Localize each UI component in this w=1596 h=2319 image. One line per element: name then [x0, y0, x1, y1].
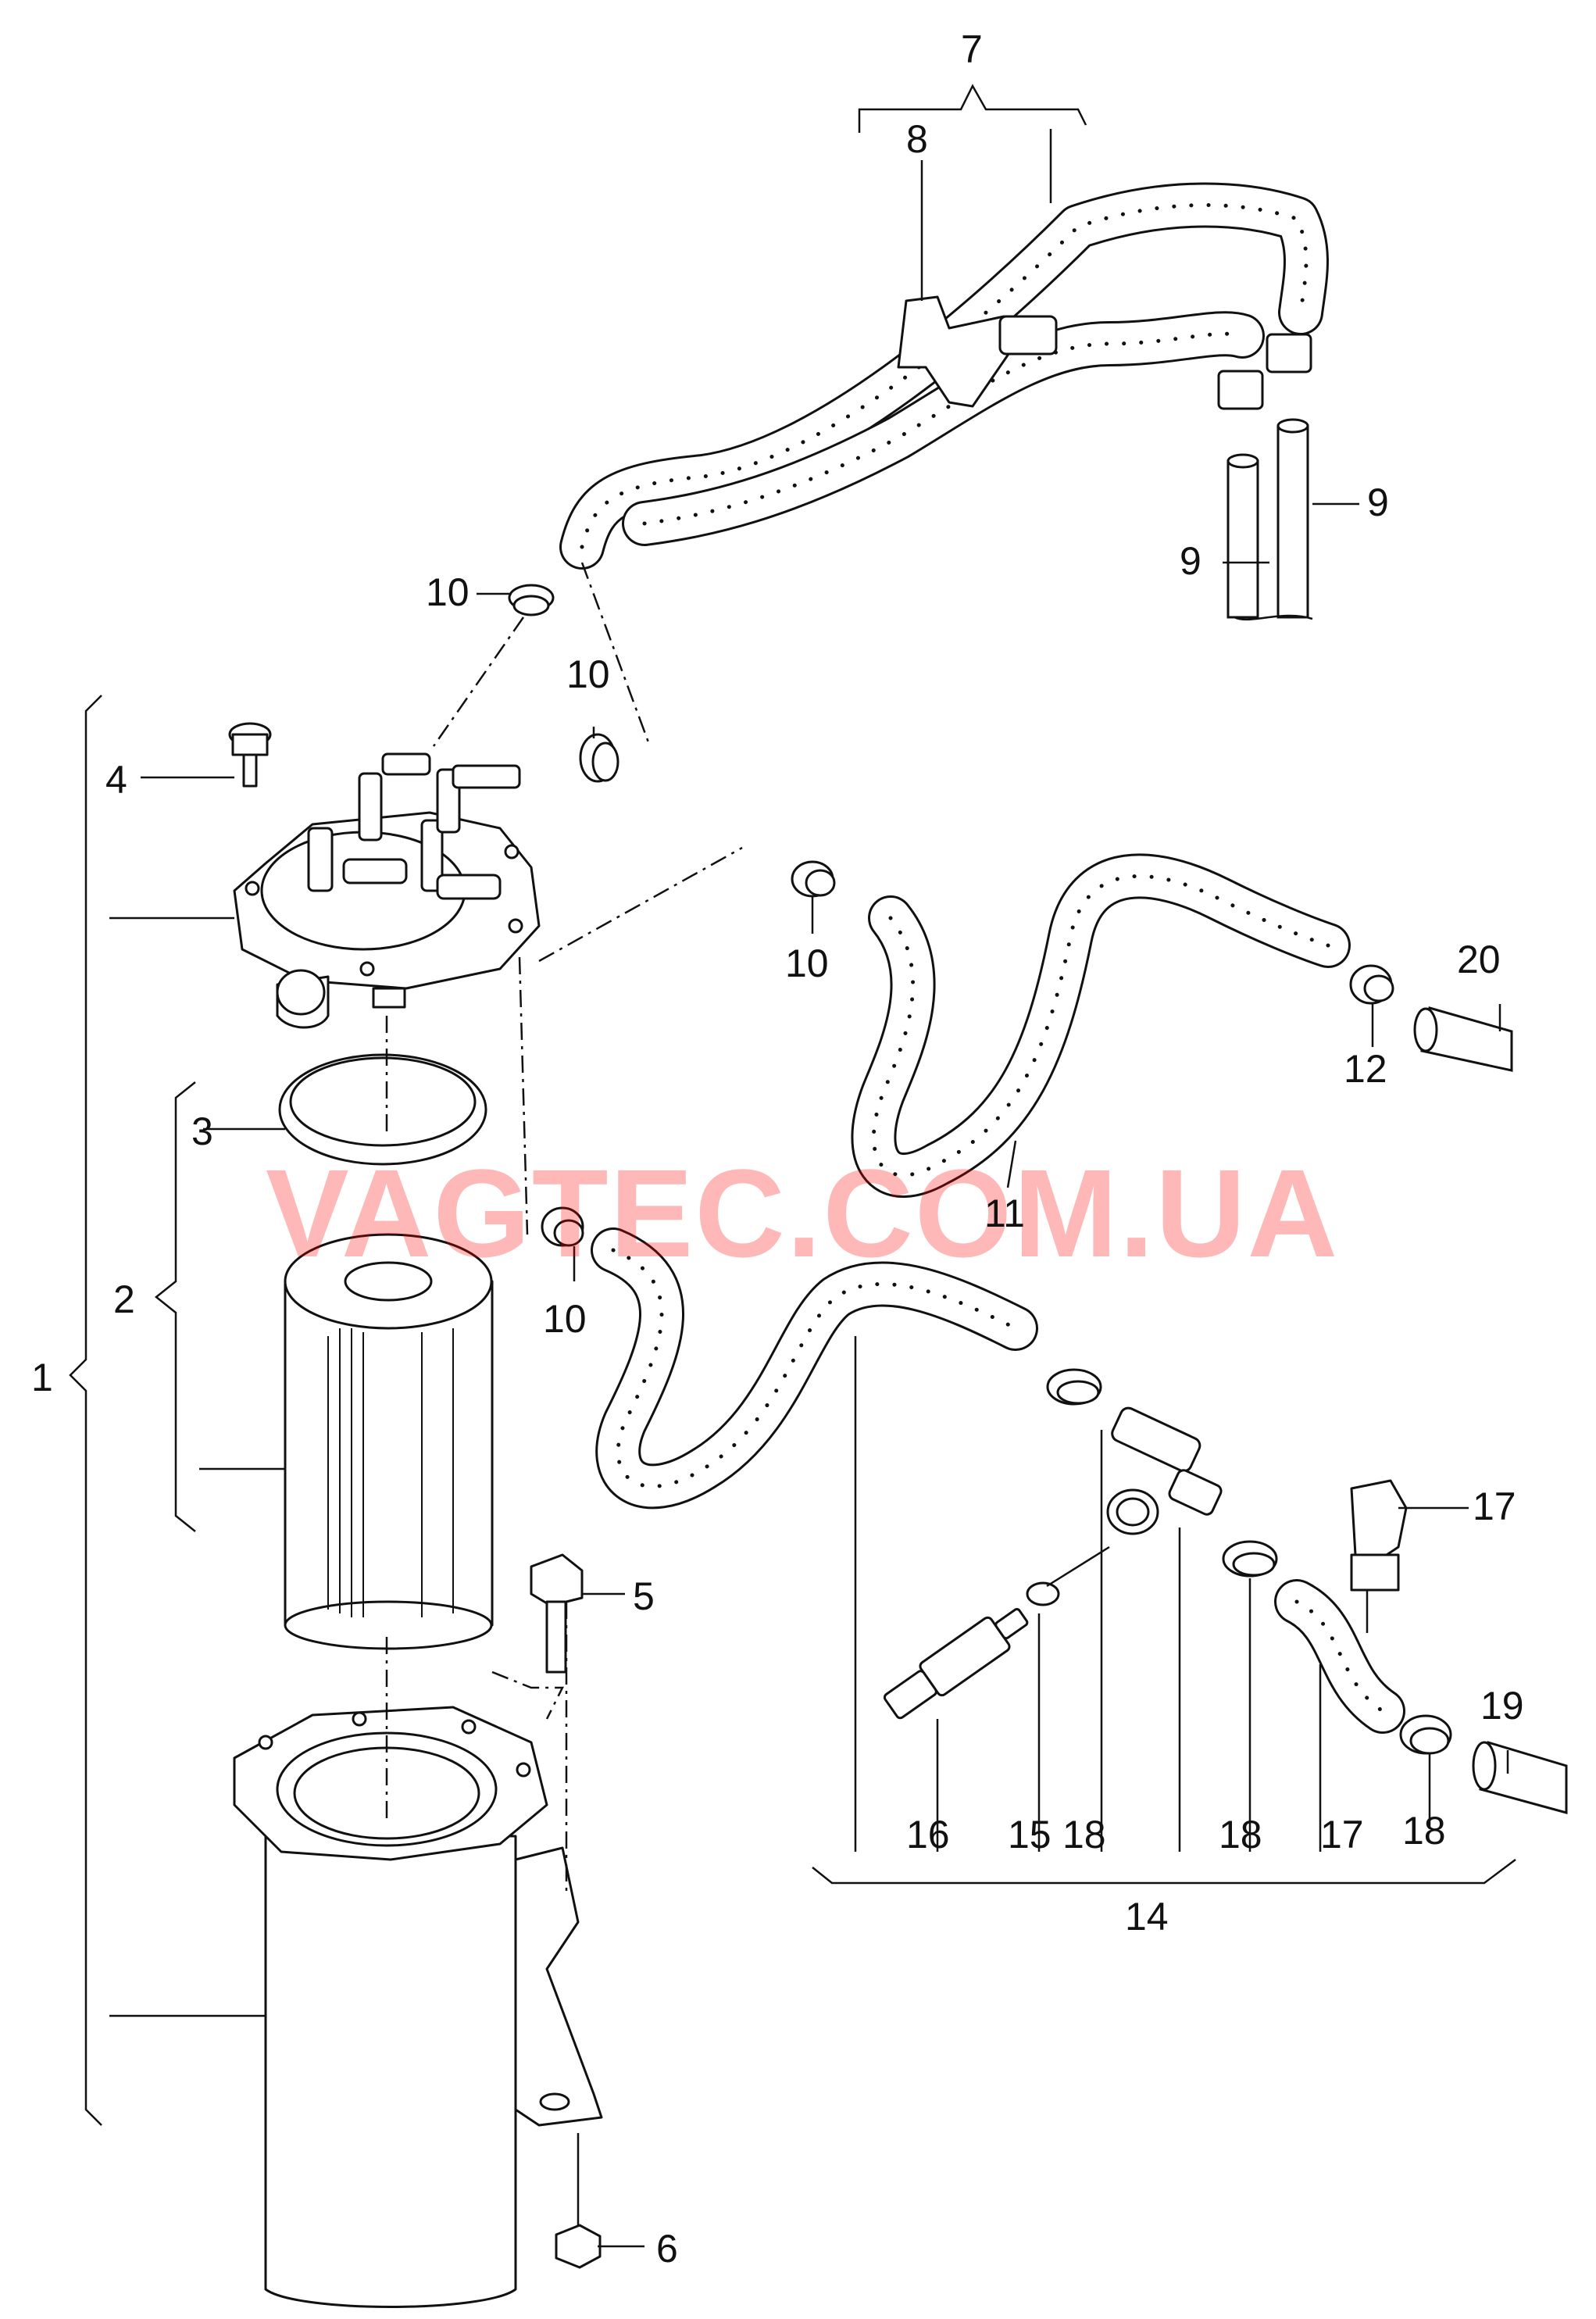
callout-18-b: 18: [1219, 1813, 1262, 1856]
screw-5: [530, 1553, 584, 1674]
o-ring-15: [1026, 1581, 1060, 1606]
filter-head: [233, 752, 541, 1029]
clamp-10-low: [541, 1206, 584, 1247]
clamp-10-top: [508, 584, 555, 616]
callout-16: 16: [906, 1813, 950, 1856]
leader-lines: [69, 84, 1516, 2248]
bolt-4: [228, 722, 272, 788]
callout-1: 1: [31, 1356, 53, 1399]
holder-17: [1350, 1479, 1408, 1633]
callout-17-bottom: 17: [1320, 1813, 1364, 1856]
callout-10-top: 10: [426, 570, 470, 614]
callout-8: 8: [906, 117, 928, 161]
hose-14: [591, 1227, 1038, 1510]
pipe-20: [1413, 1006, 1513, 1072]
callout-11: 11: [984, 1192, 1025, 1235]
callout-2: 2: [113, 1277, 135, 1321]
callout-20: 20: [1457, 938, 1501, 981]
callout-6: 6: [656, 2227, 678, 2271]
callout-labels: 1 2 3 4 5 6 7 8 9 9 10 10 10 10 11 12 14…: [31, 27, 1524, 2271]
callout-3: 3: [191, 1109, 213, 1153]
assembly-axes: [385, 562, 743, 1891]
clamp-10-mid: [579, 733, 619, 783]
quick-connector-right: [1266, 333, 1312, 373]
pipe-9-right: [1276, 418, 1309, 619]
clamp-18-b: [1222, 1540, 1278, 1578]
seal-ring-3: [278, 1053, 487, 1166]
clamp-18-c: [1399, 1714, 1452, 1755]
quick-connector-left: [1217, 370, 1264, 410]
callout-10-low: 10: [543, 1297, 587, 1341]
pipe-19: [1472, 1741, 1568, 1814]
callout-12: 12: [1344, 1047, 1387, 1091]
clamp-12: [1349, 964, 1394, 1005]
hose-bracket-8: [897, 295, 1017, 408]
callout-17-top: 17: [1473, 1485, 1516, 1528]
callout-14: 14: [1125, 1895, 1169, 1938]
filter-element-2: [284, 1233, 494, 1650]
callout-18-a: 18: [1062, 1813, 1106, 1856]
nut-6: [555, 2224, 602, 2269]
callout-18-c: 18: [1402, 1809, 1446, 1853]
sensor-16: [883, 1608, 1029, 1720]
callout-19: 19: [1480, 1684, 1524, 1728]
hose-17: [1274, 1579, 1405, 1734]
watermark: VAGTEC.COM.UA: [266, 1143, 1339, 1283]
callout-7: 7: [961, 27, 983, 71]
callout-5: 5: [633, 1574, 655, 1618]
t-connector: [1106, 1406, 1223, 1535]
callout-15: 15: [1008, 1813, 1052, 1856]
callout-10-right: 10: [785, 942, 829, 985]
filter-housing: [233, 1706, 603, 2308]
callout-9-right: 9: [1367, 481, 1389, 524]
hose-clip: [998, 315, 1058, 356]
clamp-10-right: [791, 860, 836, 898]
hose-11: [851, 853, 1351, 1198]
callout-9-left: 9: [1180, 539, 1201, 583]
pipe-9-left: [1226, 453, 1259, 619]
clamp-18-a: [1046, 1368, 1102, 1406]
callout-4: 4: [105, 758, 127, 802]
callout-10-mid: 10: [566, 652, 610, 696]
